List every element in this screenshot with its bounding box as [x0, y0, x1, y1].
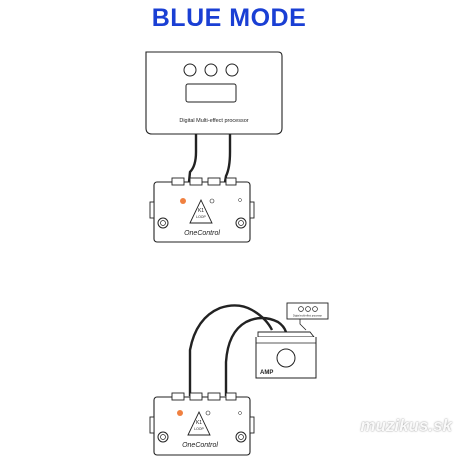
amp-label: AMP — [260, 370, 273, 376]
pedal-brand-line2: LOOP — [196, 215, 206, 219]
processor-knob — [225, 63, 239, 77]
pedal-brand-line1: K1 — [196, 420, 202, 426]
pedal-brand-line2: LOOP — [194, 427, 204, 431]
amp-speaker — [276, 348, 296, 368]
watermark: muzikus.sk — [360, 416, 452, 435]
pedal-maker: OneControl — [182, 442, 218, 449]
led-indicator — [177, 410, 183, 416]
cables-bottom — [188, 304, 288, 396]
processor-display — [185, 83, 237, 103]
processor-label: Digital Multi-effect processor — [179, 118, 248, 124]
page-title: BLUE MODE — [151, 4, 307, 32]
amp-unit: AMP — [255, 331, 317, 379]
pedal-brand-line1: K1 — [198, 208, 204, 214]
small-processor-label: Digital multi-effect processor — [293, 315, 322, 318]
processor-knob — [204, 63, 218, 77]
pedal-maker: OneControl — [184, 230, 220, 237]
processor-unit: Digital Multi-effect processor — [145, 51, 283, 135]
fx-loop-link — [299, 319, 307, 331]
small-processor: Digital multi-effect processor — [286, 302, 329, 320]
pedal-top: K1 LOOP OneControl — [149, 177, 255, 243]
pedal-bottom: K1 LOOP OneControl — [149, 392, 255, 456]
processor-cables — [187, 134, 232, 183]
led-indicator — [180, 198, 186, 204]
processor-knob — [183, 63, 197, 77]
